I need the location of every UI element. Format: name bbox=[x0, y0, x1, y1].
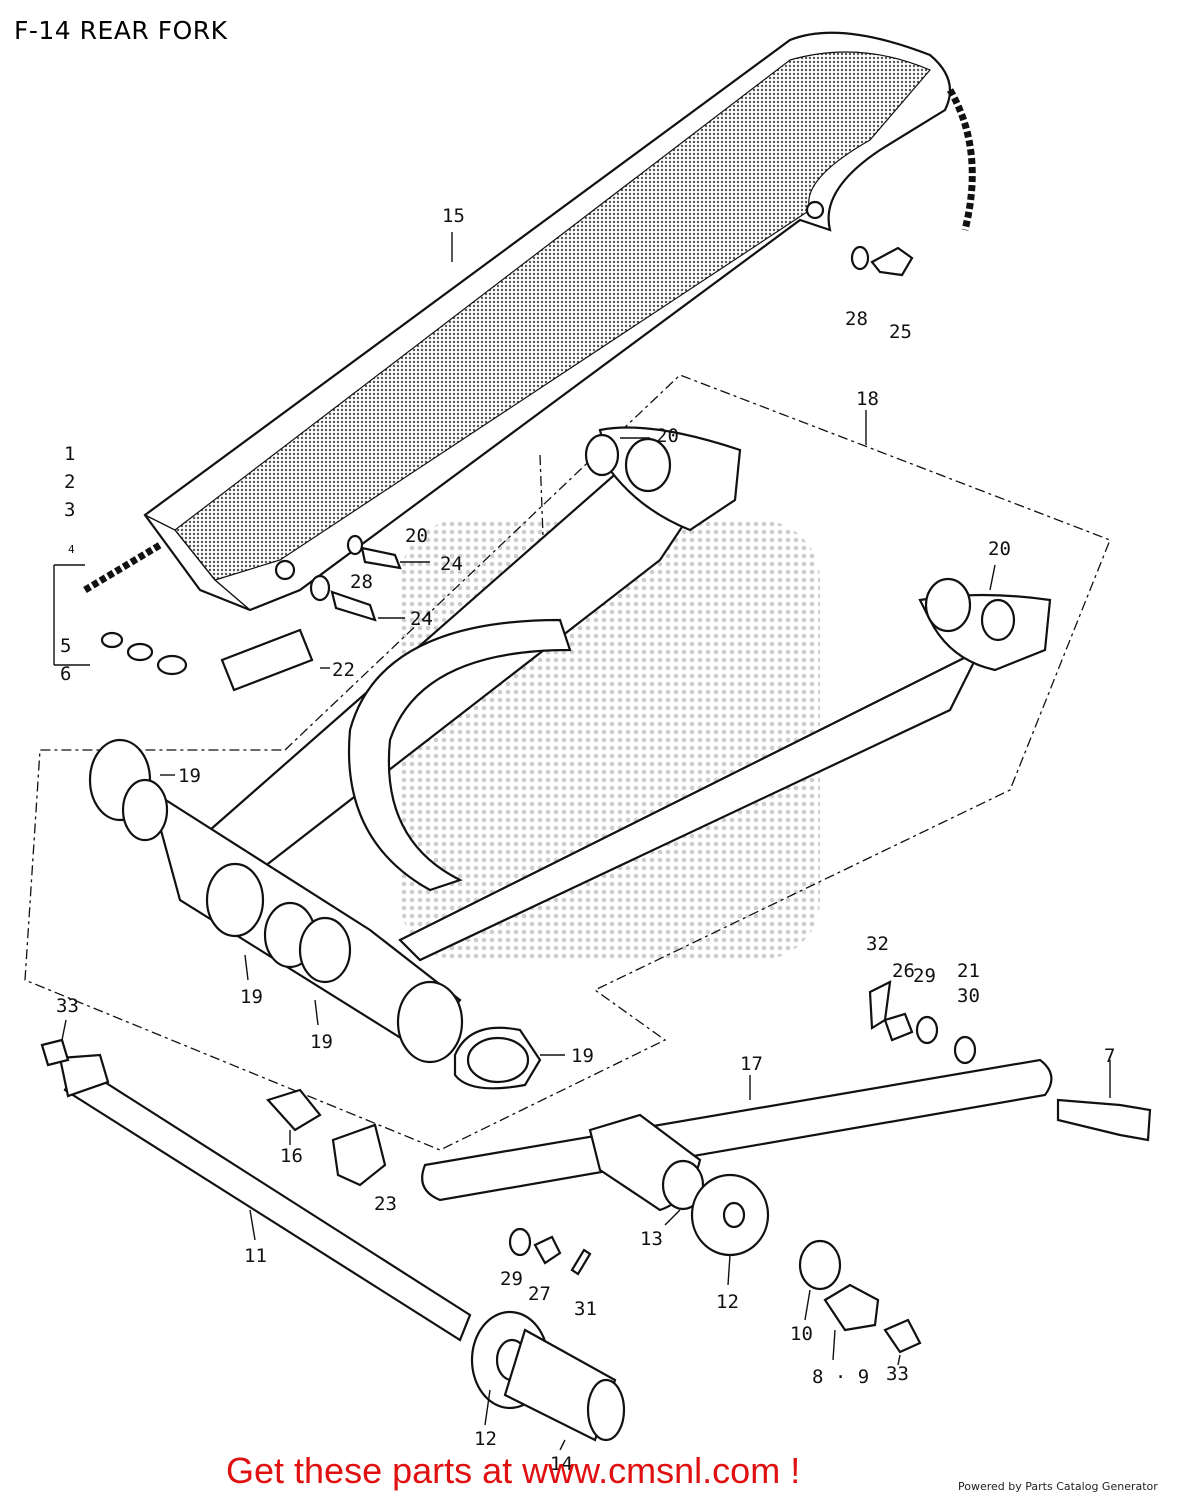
callout-32: 32 bbox=[866, 933, 889, 955]
callout-3: 3 bbox=[64, 499, 75, 521]
callout-labels: 15 28 25 18 20 20 20 1 2 3 4 24 28 24 5 … bbox=[56, 205, 1115, 1475]
case-bolts bbox=[100, 245, 914, 692]
callout-1: 1 bbox=[64, 443, 75, 465]
callout-7: 7 bbox=[1104, 1045, 1115, 1067]
drive-chain bbox=[83, 88, 976, 594]
callout-18: 18 bbox=[856, 388, 879, 410]
callout-31: 31 bbox=[574, 1298, 597, 1320]
callout-24: 24 bbox=[410, 608, 433, 630]
callout-28: 28 bbox=[350, 571, 373, 593]
callout-29: 29 bbox=[500, 1268, 523, 1290]
callout-12: 12 bbox=[716, 1291, 739, 1313]
callout-12: 12 bbox=[474, 1428, 497, 1450]
callout-27: 27 bbox=[528, 1283, 551, 1305]
callout-22: 22 bbox=[332, 659, 355, 681]
callout-20: 20 bbox=[405, 525, 428, 547]
leader-lines bbox=[53, 232, 1111, 1451]
callout-28: 28 bbox=[845, 308, 868, 330]
page-title: F-14 REAR FORK bbox=[14, 16, 228, 45]
callout-2: 2 bbox=[64, 471, 75, 493]
callout-20: 20 bbox=[656, 425, 679, 447]
callout-5: 5 bbox=[60, 635, 71, 657]
callout-8-9: 8 · 9 bbox=[812, 1366, 869, 1388]
callout-19: 19 bbox=[310, 1031, 333, 1053]
callout-14: 14 bbox=[550, 1453, 573, 1475]
callout-19: 19 bbox=[240, 986, 263, 1008]
callout-15: 15 bbox=[442, 205, 465, 227]
callout-30: 30 bbox=[957, 985, 980, 1007]
callout-19: 19 bbox=[571, 1045, 594, 1067]
callout-11: 11 bbox=[244, 1245, 267, 1267]
callout-21: 21 bbox=[957, 960, 980, 982]
callout-4: 4 bbox=[68, 543, 75, 556]
brake-stopper-arm bbox=[266, 980, 1152, 1354]
callout-16: 16 bbox=[280, 1145, 303, 1167]
shop-link[interactable]: Get these parts at www.cmsnl.com ! bbox=[226, 1450, 801, 1491]
callout-10: 10 bbox=[790, 1323, 813, 1345]
callout-19: 19 bbox=[178, 765, 201, 787]
callout-17: 17 bbox=[740, 1053, 763, 1075]
callout-25: 25 bbox=[889, 321, 912, 343]
callout-13: 13 bbox=[640, 1228, 663, 1250]
powered-by-label: Powered by Parts Catalog Generator bbox=[958, 1480, 1158, 1493]
callout-26: 26 bbox=[892, 960, 915, 982]
callout-33: 33 bbox=[886, 1363, 909, 1385]
pivot-bushings bbox=[88, 738, 542, 1090]
axle-spacer bbox=[470, 1310, 626, 1442]
callout-29: 29 bbox=[913, 965, 936, 987]
callout-6: 6 bbox=[60, 663, 71, 685]
callout-20: 20 bbox=[988, 538, 1011, 560]
callout-24: 24 bbox=[440, 553, 463, 575]
pivot-shaft bbox=[40, 1038, 472, 1342]
callout-33: 33 bbox=[56, 995, 79, 1017]
callout-23: 23 bbox=[374, 1193, 397, 1215]
